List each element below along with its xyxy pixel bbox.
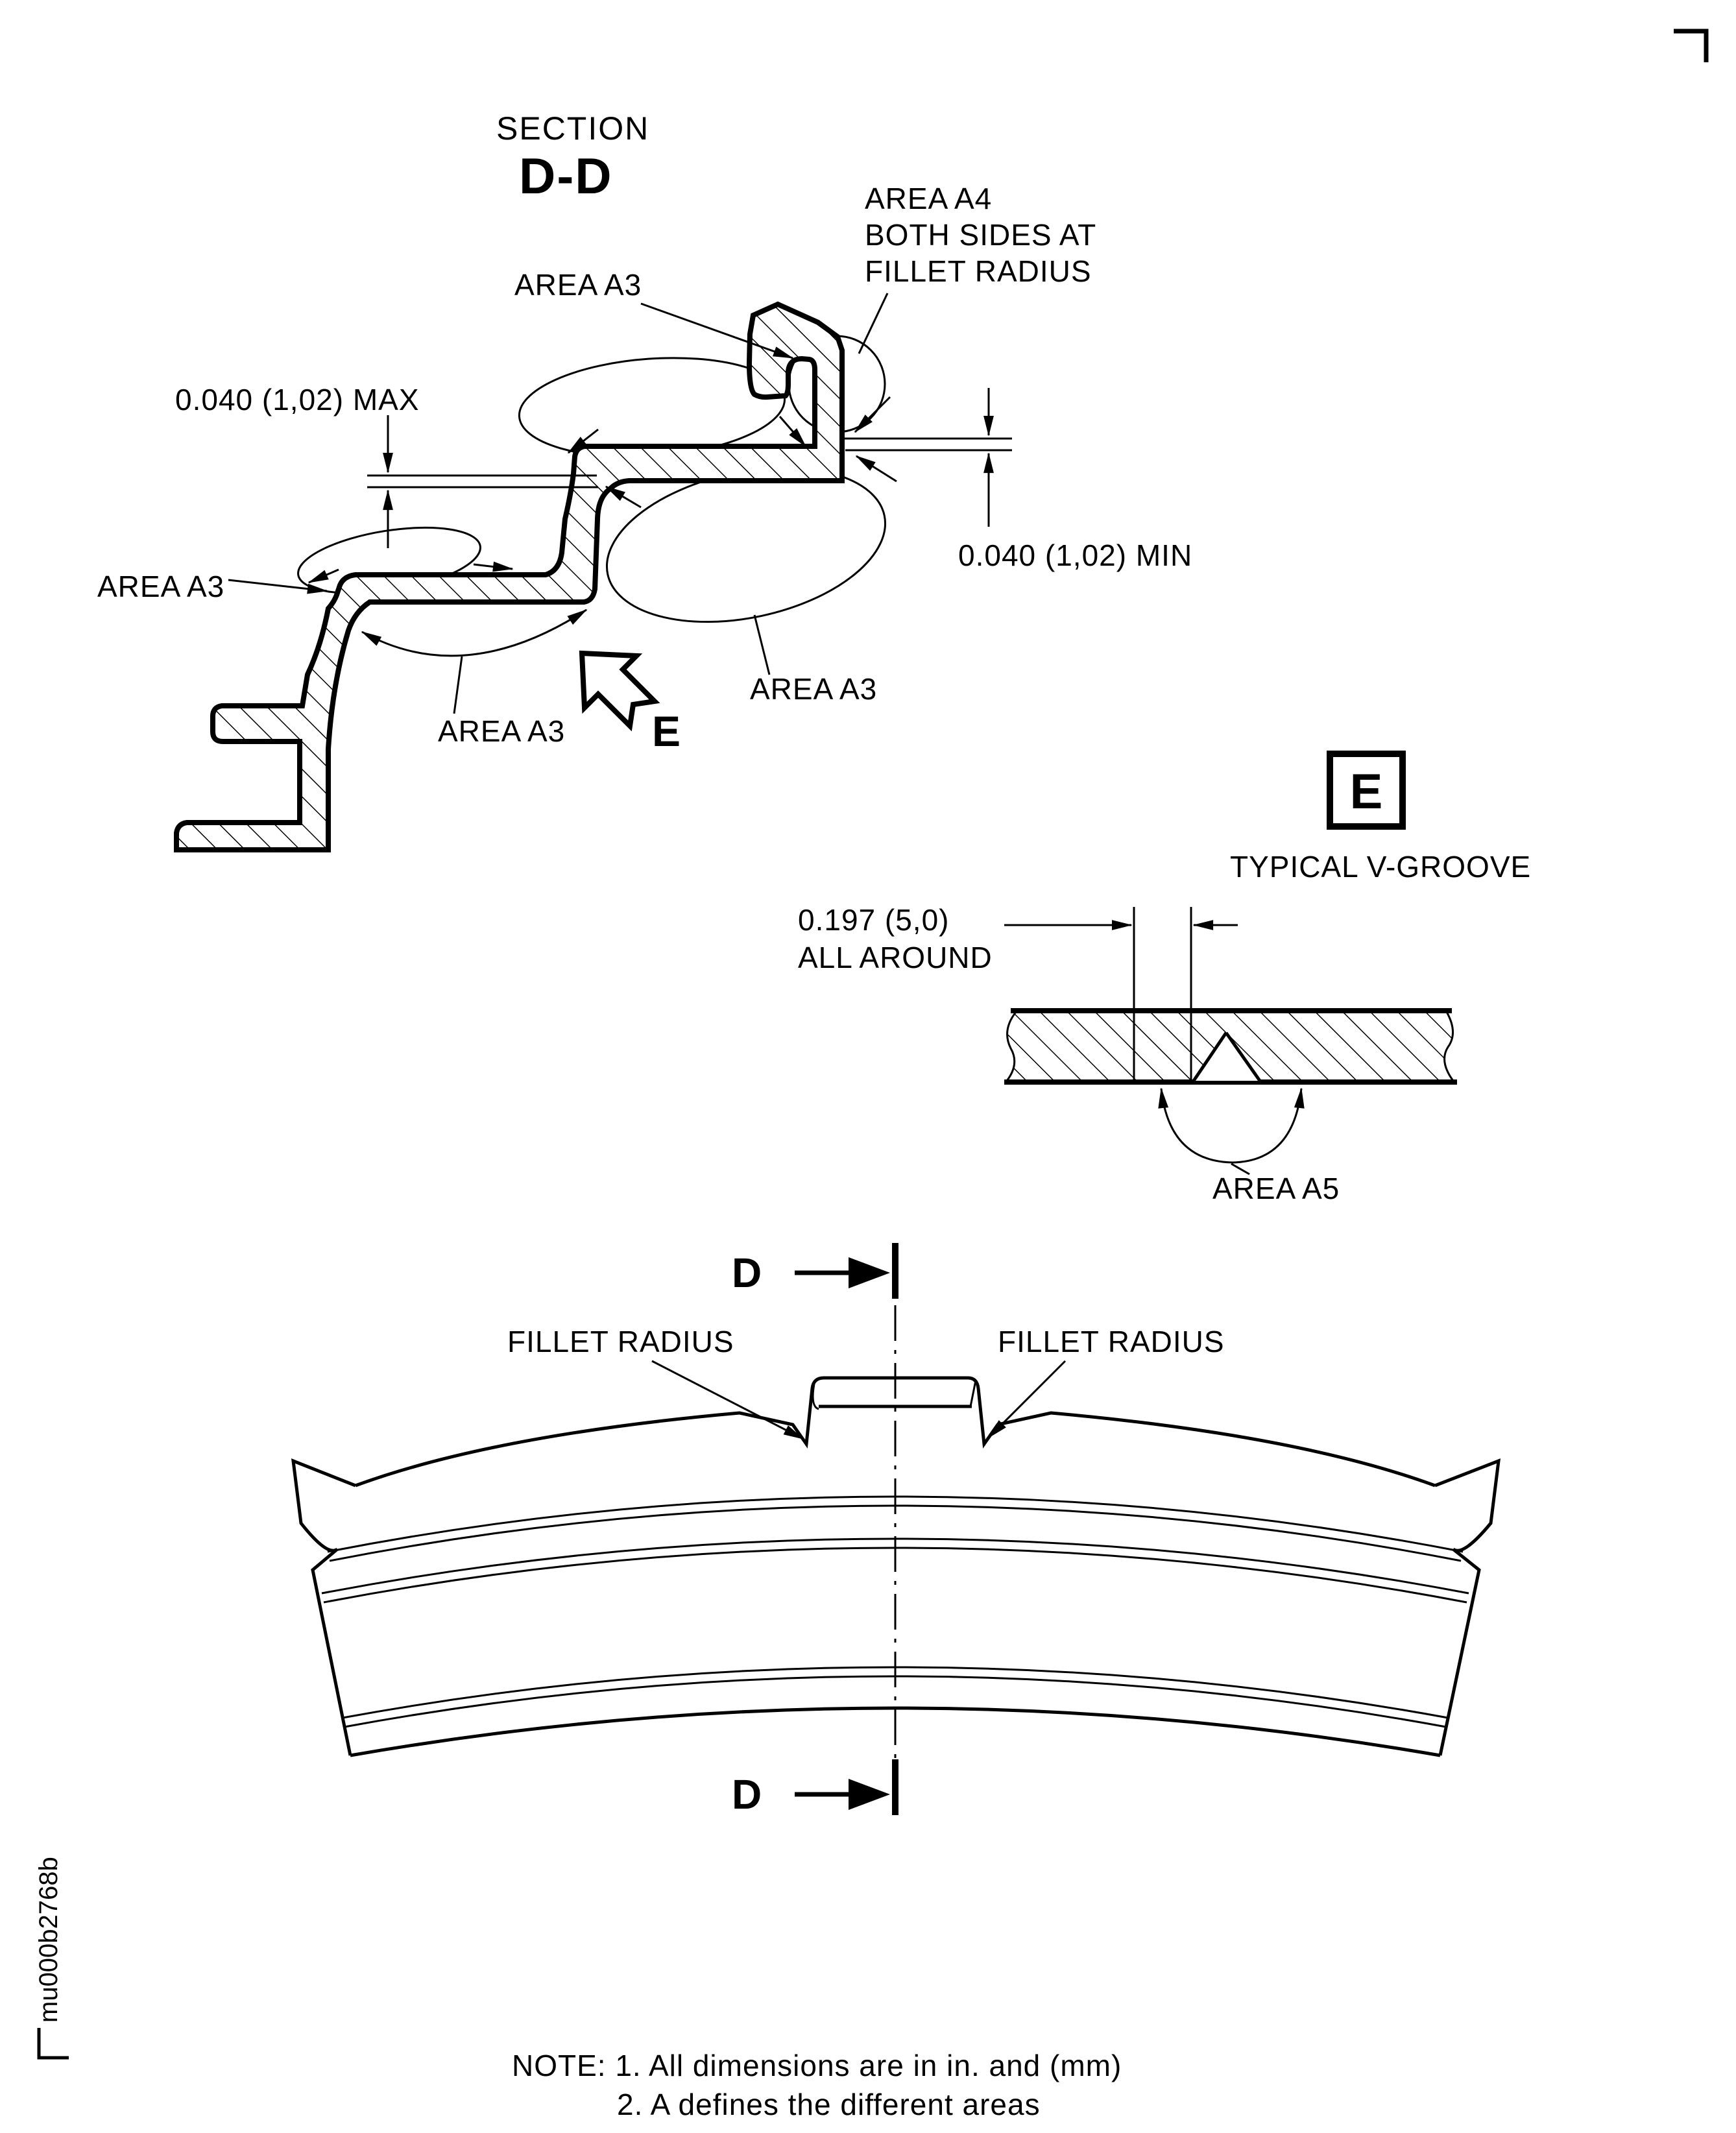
cut-arrow-bottom: D bbox=[732, 1771, 890, 1818]
area-a4-label-line1: AREA A4 bbox=[865, 182, 992, 215]
dim-min-label: 0.040 (1,02) MIN bbox=[958, 538, 1192, 572]
cut-arrow-top: D bbox=[732, 1249, 890, 1296]
margin-marks: mu000b2768b bbox=[34, 29, 1709, 2060]
vgroove-notch bbox=[1194, 1033, 1260, 1081]
area-a3-label-top: AREA A3 bbox=[514, 268, 642, 302]
section-title: SECTION bbox=[496, 110, 649, 147]
view-e-arrow-label: E bbox=[652, 707, 681, 755]
callout-arc-lower-step bbox=[361, 609, 588, 657]
note-line1: NOTE: 1. All dimensions are in in. and (… bbox=[512, 2049, 1122, 2082]
notes-block: NOTE: 1. All dimensions are in in. and (… bbox=[512, 2049, 1122, 2121]
detail-e-box-label: E bbox=[1350, 764, 1383, 819]
dim-max-label: 0.040 (1,02) MAX bbox=[175, 383, 420, 416]
vgroove-dim-group: 0.197 (5,0) ALL AROUND bbox=[798, 903, 1238, 1081]
fillet-radius-label-left: FILLET RADIUS bbox=[507, 1325, 734, 1358]
fillet-radius-callouts: FILLET RADIUS FILLET RADIUS bbox=[507, 1325, 1225, 1440]
area-a4-label-line3: FILLET RADIUS bbox=[865, 254, 1092, 288]
section-profile bbox=[174, 301, 845, 852]
area-a3-label-bottom: AREA A3 bbox=[438, 714, 565, 748]
corner-bracket-bottom-left bbox=[37, 2028, 69, 2060]
view-e-arrow bbox=[579, 650, 660, 732]
corner-bracket-top-right bbox=[1674, 29, 1709, 62]
detail-e-view: E TYPICAL V-GROOVE 0.197 (5,0) ALL AROUN… bbox=[798, 751, 1531, 1205]
dim-max-group: 0.040 (1,02) MAX bbox=[175, 383, 598, 548]
note-line2: 2. A defines the different areas bbox=[617, 2088, 1041, 2121]
fillet-radius-label-right: FILLET RADIUS bbox=[998, 1325, 1225, 1358]
figure-id-text: mu000b2768b bbox=[34, 1857, 63, 2023]
section-dd-view: 0.040 (1,02) MAX 0.040 (1,02) MIN S bbox=[97, 110, 1192, 852]
area-a3-label-right: AREA A3 bbox=[750, 672, 877, 706]
svg-text:D: D bbox=[732, 1771, 762, 1818]
area-a5-arc bbox=[1158, 1087, 1305, 1164]
section-leaders bbox=[228, 293, 897, 714]
detail-e-title: TYPICAL V-GROOVE bbox=[1230, 850, 1531, 884]
vgroove-dim-line1: 0.197 (5,0) bbox=[798, 903, 949, 937]
vgroove-dim-line2: ALL AROUND bbox=[798, 941, 993, 974]
area-a3-label-left: AREA A3 bbox=[97, 570, 224, 603]
band-outline bbox=[291, 1376, 1501, 1757]
detail-e-box bbox=[1327, 751, 1406, 830]
area-a5-label: AREA A5 bbox=[1212, 1172, 1340, 1205]
plan-view: D D bbox=[291, 1243, 1501, 1818]
dim-min-group: 0.040 (1,02) MIN bbox=[843, 388, 1192, 572]
area-a4-label-line2: BOTH SIDES AT bbox=[865, 218, 1096, 252]
svg-text:D: D bbox=[732, 1249, 762, 1296]
section-title-id: D-D bbox=[519, 147, 613, 204]
